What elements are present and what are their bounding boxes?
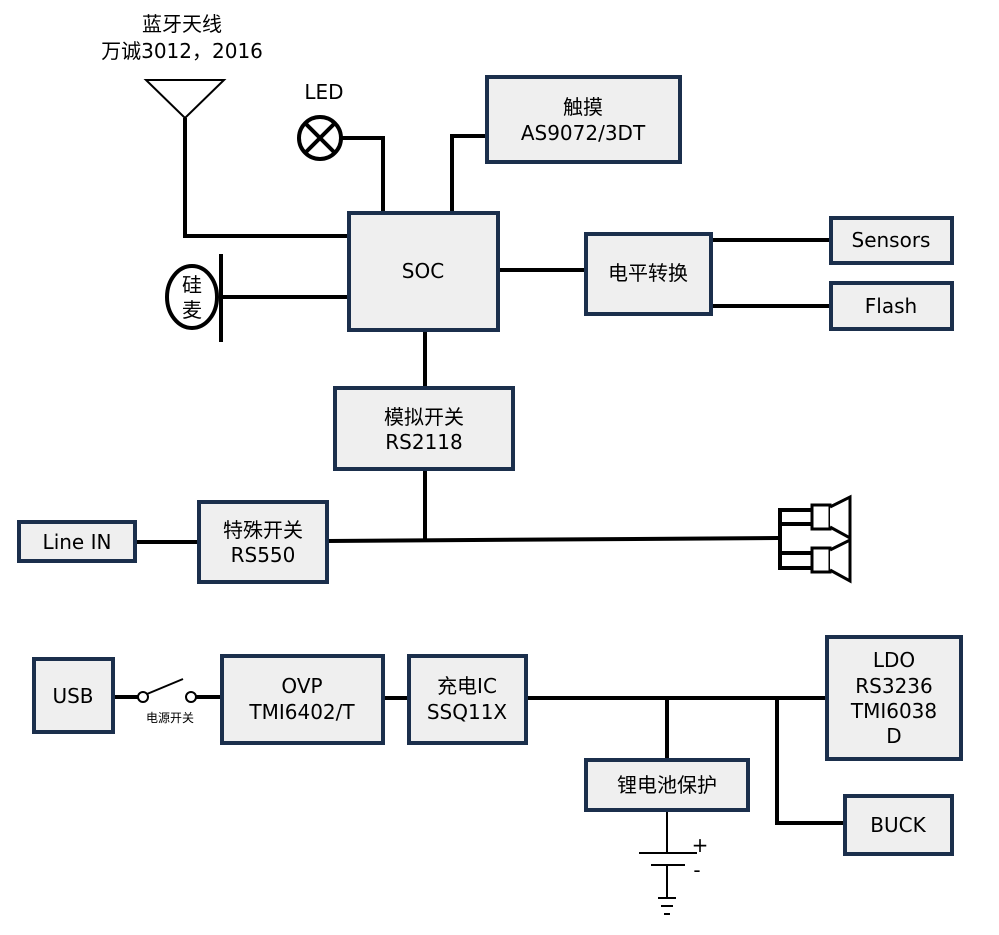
analog-switch-label-line2: RS2118 <box>385 430 463 454</box>
switch-icon <box>146 678 184 695</box>
mic-icon <box>165 264 219 330</box>
led-wire <box>340 136 385 213</box>
antenna-icon <box>143 79 227 120</box>
touch-wire <box>450 134 487 213</box>
charger-label-line1: 充电IC <box>437 674 497 698</box>
usb-block: USB <box>32 657 115 734</box>
analog-switch-label-line1: 模拟开关 <box>384 405 464 429</box>
bluetooth-antenna: 蓝牙天线 万诚3012，2016 <box>101 12 263 120</box>
ovp-block: OVP TMI6402/T <box>220 654 385 745</box>
special-switch-label-line1: 特殊开关 <box>223 518 303 542</box>
ovp-box <box>220 654 385 745</box>
soc-label: SOC <box>402 259 444 283</box>
antenna-label-line1: 蓝牙天线 <box>142 12 222 36</box>
ldo-label-line1: LDO <box>873 648 915 672</box>
sensors-label: Sensors <box>852 228 931 252</box>
battery-plus-label: + <box>692 833 709 857</box>
flash-block: Flash <box>829 281 954 331</box>
flash-label: Flash <box>865 294 917 318</box>
speaker-1 <box>810 494 852 541</box>
analog-switch-block: 模拟开关 RS2118 <box>333 386 515 471</box>
ldo-label-line2: RS3236 <box>855 674 933 698</box>
switch-right-terminal <box>185 691 197 703</box>
line-in-label: Line IN <box>43 530 112 554</box>
speaker-2-icon <box>810 546 832 574</box>
touch-label-line2: AS9072/3DT <box>521 121 646 145</box>
level-shifter-label: 电平转换 <box>608 261 688 285</box>
led-cross-b <box>303 121 337 155</box>
battery-protection-label: 锂电池保护 <box>617 773 717 797</box>
ldo-block: LDO RS3236 TMI6038 D <box>825 635 963 761</box>
charger-label-line2: SSQ11X <box>427 700 508 724</box>
ovp-label-line2: TMI6402/T <box>248 700 355 724</box>
usb-label: USB <box>52 684 93 708</box>
charger-block: 充电IC SSQ11X <box>407 654 528 745</box>
buck-box <box>843 794 954 856</box>
power-switch: 电源开关 <box>137 678 197 725</box>
battery-protection-box <box>584 758 750 812</box>
line-in-block: Line IN <box>17 520 137 563</box>
touch-block: 触摸 AS9072/3DT <box>485 75 682 164</box>
touch-label-line1: 触摸 <box>563 95 603 119</box>
ovp-label-line1: OVP <box>281 674 322 698</box>
battery-protection-block: 锂电池保护 <box>584 758 750 812</box>
ldo-box <box>825 635 963 761</box>
wires <box>113 118 845 853</box>
ldo-label-line4: D <box>886 724 901 748</box>
level-shifter-box <box>584 232 713 316</box>
power-switch-label: 电源开关 <box>146 711 194 725</box>
sensors-box <box>829 216 954 265</box>
speaker-1-icon <box>810 503 832 531</box>
level-shifter-block: 电平转换 <box>584 232 713 316</box>
usb-box <box>32 657 115 734</box>
antenna-wire <box>183 118 349 238</box>
buck-label: BUCK <box>870 813 926 837</box>
special-switch-label-line2: RS550 <box>231 543 296 567</box>
battery-minus-label: - <box>693 858 700 882</box>
charger-box <box>407 654 528 745</box>
touch-box <box>485 75 682 164</box>
sensors-block: Sensors <box>829 216 954 265</box>
soc-block: SOC <box>347 211 500 332</box>
speaker-2-cone <box>829 537 852 584</box>
speaker-2 <box>810 537 852 584</box>
soc-box <box>347 211 500 332</box>
bus-buck-wire <box>775 698 845 825</box>
speaker-1-cone <box>829 494 852 541</box>
special-switch-block: 特殊开关 RS550 <box>197 500 329 584</box>
antenna-label-line2: 万诚3012，2016 <box>101 39 263 63</box>
audio-bus-wire <box>326 536 779 543</box>
flash-box <box>829 281 954 331</box>
buck-block: BUCK <box>843 794 954 856</box>
mic-label-line1: 硅 <box>182 273 202 297</box>
line-in-box <box>17 520 137 563</box>
analog-switch-box <box>333 386 515 471</box>
special-switch-box <box>197 500 329 584</box>
ldo-label-line3: TMI6038 <box>850 699 937 723</box>
battery-symbol: + - <box>639 833 709 915</box>
mic-label-line2: 麦 <box>182 298 202 322</box>
silicon-mic: 硅 麦 <box>165 254 223 342</box>
led-label: LED <box>304 80 343 104</box>
led-component: LED <box>297 80 344 161</box>
switch-left-terminal <box>137 691 149 703</box>
